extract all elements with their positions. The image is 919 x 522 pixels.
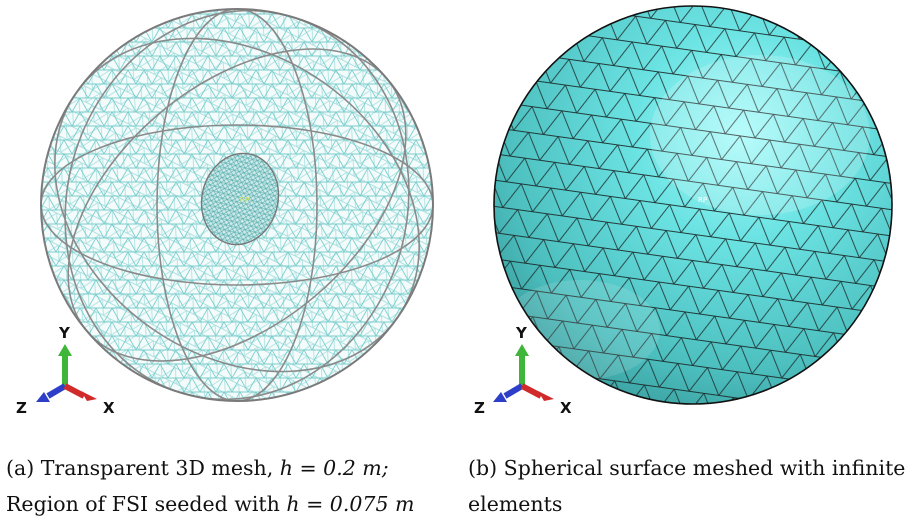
caption-a-text2: Region of FSI seeded with bbox=[6, 492, 280, 516]
caption-b-text1: Spherical surface meshed with infinite bbox=[503, 456, 906, 480]
panel-label-b: (b) bbox=[468, 456, 498, 480]
triad-x-label: X bbox=[103, 399, 115, 417]
surface-triangles bbox=[494, 6, 892, 404]
triad-y-label: Y bbox=[515, 324, 528, 342]
triad-z-label: Z bbox=[474, 399, 485, 417]
caption-a-h1: h = 0.2 m; bbox=[279, 456, 389, 480]
caption-b: (b) Spherical surface meshed with infini… bbox=[468, 450, 918, 522]
transparent-mesh-render: RP Y Z X bbox=[16, 8, 434, 417]
caption-a-text1: Transparent 3D mesh, bbox=[40, 456, 274, 480]
caption-a-line1: (a) Transparent 3D mesh, h = 0.2 m; bbox=[6, 450, 414, 486]
figure-b-infinite-element-surface: RP Y Z X bbox=[460, 0, 919, 425]
axis-triad-a: Y Z X bbox=[16, 324, 115, 417]
figure-a-transparent-mesh: RP Y Z X bbox=[0, 0, 460, 425]
panel-label-a: (a) bbox=[6, 456, 35, 480]
caption-b-line1: (b) Spherical surface meshed with infini… bbox=[468, 450, 918, 486]
surface-mesh-render: RP Y Z X bbox=[474, 5, 893, 417]
caption-a: (a) Transparent 3D mesh, h = 0.2 m; Regi… bbox=[6, 450, 414, 522]
triad-z-label: Z bbox=[16, 399, 27, 417]
triad-y-label: Y bbox=[58, 324, 71, 342]
caption-a-line2: Region of FSI seeded with h = 0.075 m bbox=[6, 486, 414, 522]
rp-marker: RP bbox=[240, 196, 249, 204]
caption-a-h2: h = 0.075 m bbox=[286, 492, 415, 516]
axis-triad-b: Y Z X bbox=[474, 324, 572, 417]
triad-x-label: X bbox=[560, 399, 572, 417]
caption-b-line2: elements bbox=[468, 492, 563, 516]
rp-marker: RP bbox=[698, 196, 707, 204]
fsi-region bbox=[200, 152, 280, 246]
